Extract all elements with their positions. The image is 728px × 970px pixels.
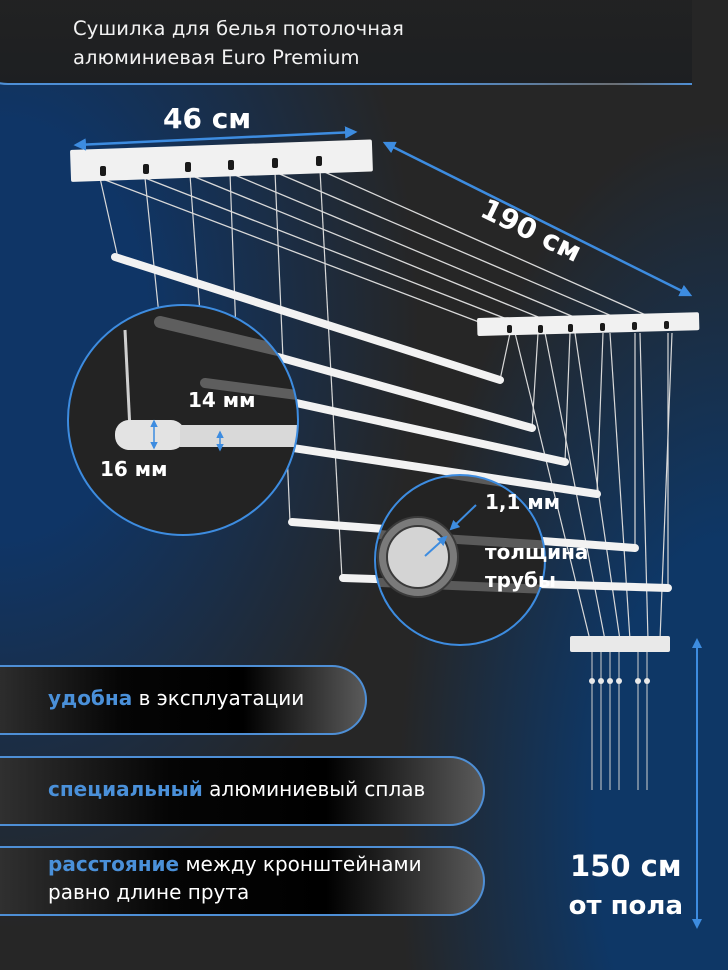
length-arrow — [382, 141, 693, 297]
feature-rest-3: между кронштейнами — [179, 852, 422, 876]
tube-caption-line-2: трубы — [485, 568, 556, 592]
ceiling-bracket-right — [477, 312, 700, 336]
hanging-wires-left — [99, 169, 343, 579]
rod-diameter-zoom-circle — [67, 304, 299, 536]
product-title: Сушилка для белья потолочная алюминиевая… — [73, 14, 404, 72]
feature-pill-1 — [0, 665, 367, 735]
thin-rod-diameter-label: 14 мм — [188, 388, 256, 412]
thick-rod-diameter-label: 16 мм — [100, 457, 168, 481]
feature-pill-3 — [0, 846, 485, 916]
feature-text-1: удобна в эксплуатации — [48, 684, 304, 712]
feature-highlight-3: расстояние — [48, 852, 180, 876]
feature-pill-2 — [0, 756, 485, 826]
height-caption: от пола — [568, 891, 683, 921]
height-from-floor-label: 150 см от пола — [569, 846, 683, 926]
feature-text-3: расстояние между кронштейнами равно длин… — [48, 850, 422, 906]
feature-rest-2: алюминиевый сплав — [202, 777, 426, 801]
title-banner — [0, 0, 692, 85]
tube-thickness-value: 1,1 мм — [485, 490, 561, 514]
feature-highlight-1: удобна — [48, 686, 133, 710]
feature-rest-1: в эксплуатации — [132, 686, 305, 710]
title-line-1: Сушилка для белья потолочная — [73, 17, 404, 40]
feature-line2-3: равно длине прута — [48, 880, 250, 904]
tube-thickness-caption: толщина трубы — [485, 538, 588, 594]
feature-highlight-2: специальный — [48, 777, 203, 801]
tube-caption-line-1: толщина — [485, 540, 589, 564]
lowered-bracket — [570, 636, 670, 790]
feature-text-2: специальный алюминиевый сплав — [48, 775, 425, 803]
width-dimension-label: 46 см — [163, 102, 252, 135]
height-value: 150 см — [570, 849, 682, 883]
title-line-2: алюминиевая Euro Premium — [73, 46, 360, 69]
width-arrow — [73, 126, 358, 151]
ceiling-bracket-left — [70, 139, 373, 182]
